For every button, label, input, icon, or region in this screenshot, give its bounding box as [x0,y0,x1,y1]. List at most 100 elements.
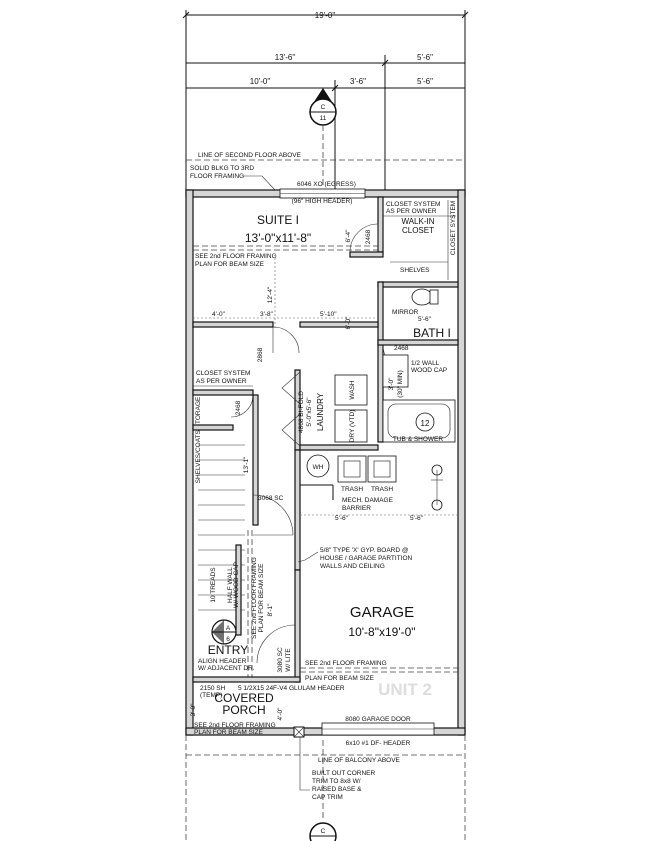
note-blocking-2: FLOOR FRAMING [190,173,244,180]
trash-1: TRASH [341,486,363,493]
note-window: 6046 XO (EGRESS) [297,181,356,188]
dim-12: 12 [421,419,430,428]
dim-6-0: 6'-0" [345,316,352,330]
note-half-wall-2: W/ WOOD CAP [233,562,240,608]
note-garage-beam-2: PLAN FOR BEAM SIZE [305,675,375,682]
dim-3-8: 3'-8" [260,311,274,318]
dim-12-4: 12'-4" [267,286,274,303]
note-stair-beam-1: SEE 2nd FLOOR FRAMING [251,557,258,639]
door-d3: 2468 [235,400,242,415]
door-d2: 2868 [257,347,264,362]
dim-30-min: (30" MIN) [397,370,404,398]
garage-door-label: 8080 GARAGE DOOR [345,716,411,723]
dim-5-6c: 5'-6" [410,515,424,522]
note-shelves-coats: SHELVES/COATS/STORAGE [195,396,202,483]
dim-left-span: 13'-6" [275,53,296,62]
note-mech-1: MECH. DAMAGE [342,497,394,504]
walk-in-closet: CLOSET SYSTEM AS PER OWNER WALK-IN CLOSE… [345,196,459,288]
wh-label: WH [313,464,324,471]
dim-inner-mid: 3'-6" [350,77,366,86]
dimension-strings: 19'-0" 13'-6" 5'-6" 10'-0" 3'-6" 5'-6" [182,10,469,190]
door-bifold: 4868 BI-FOLD [298,391,305,433]
note-porch-beam-1: SEE 2nd FLOOR FRAMING [194,722,276,729]
unit-watermark: UNIT 2 [378,680,432,699]
door-bifold-size: 5'-0"x5'-6" [306,397,313,427]
section-marker-bottom: C [309,740,337,841]
dim-4-0: 4'-0" [212,311,226,318]
interior-walls: 4'-0" 3'-8" 5'-10" 6'-0" 2868 CLOSET SYS… [192,311,379,526]
note-beam-top-2: PLAN FOR BEAM SIZE [195,261,265,268]
porch-label-2: PORCH [222,703,265,717]
dim-5-6a: 5'-6" [418,316,432,323]
garage-header-label: 6x10 #1 DF- HEADER [346,740,411,747]
mirror-label: MIRROR [392,309,419,316]
garage-size: 10'-8"x19'-0" [348,625,415,639]
note-gyp-1: 5/8" TYPE 'X' GYP. BOARD @ [320,547,409,554]
dim-inner-left: 10'-0" [250,77,271,86]
note-trim-2: TRIM TO 8x8 W/ [312,778,361,785]
shelves-label: SHELVES [400,267,430,274]
bath: MIRROR 5'-6" BATH I 2468 1/2 WALL WOOD C… [377,281,459,443]
entry: 3068 SC 8'-1" A 6 ENTRY ALIGN HEADER W/ … [192,494,301,683]
note-trim-4: CAP TRIM [312,794,343,801]
dim-6-4: 6'-4" [345,229,352,243]
note-temp: (TEMP) [200,692,222,699]
suite: SUITE I 13'-0"x11'-8" SEE 2nd FLOOR FRAM… [193,213,380,330]
section-sheet: 11 [320,115,327,122]
note-stair-beam-2: PLAN FOR BEAM SIZE [258,563,265,633]
dim-13-1: 13'-1" [243,456,250,473]
stairs: 10 TREADS HALF WALL W/ WOOD CAP SEE 2nd … [198,444,265,680]
note-closet-right-1: CLOSET SYSTEM [450,201,457,255]
dim-3-0b: 3'-0" [190,703,197,717]
covered-porch: 2150 SH (TEMP) 5 1/2X15 24F-V4 GLULAM HE… [190,685,345,738]
note-closet-left-2: AS PER OWNER [196,378,247,385]
trash-2: TRASH [371,486,393,493]
note-closet-left-1: CLOSET SYSTEM [196,370,250,377]
dim-right-span: 5'-6" [417,53,433,62]
entry-name: ENTRY [208,643,248,657]
note-blocking-1: SOLID BLKG TO 3RD [190,165,254,172]
tub-label: TUB & SHOWER [393,436,444,443]
note-high-header: (96" HIGH HEADER) [292,198,353,205]
dim-8-1: 8'-1" [267,603,274,617]
note-second-floor: LINE OF SECOND FLOOR ABOVE [198,152,302,159]
dim-overall: 19'-0" [315,11,336,20]
section-marker-top: C 11 [309,88,337,185]
door-d1: 2468 [365,229,372,244]
dim-5-10: 5'-10" [320,311,337,318]
garage: 5/8" TYPE 'X' GYP. BOARD @ HOUSE / GARAG… [297,547,458,747]
note-porch-beam-2: PLAN FOR BEAM SIZE [194,729,264,736]
note-beam-top-1: SEE 2nd FLOOR FRAMING [195,253,277,260]
wash-label: WASH [349,380,356,400]
dim-right-inner: 5'-6" [417,77,433,86]
entry-marker-sheet: 6 [226,636,230,643]
note-gyp-3: WALLS AND CEILING [320,563,385,570]
note-garage-beam-1: SEE 2nd FLOOR FRAMING [305,660,387,667]
treads-label: 10 TREADS [210,567,217,603]
note-closet-top-2: AS PER OWNER [386,208,437,215]
door-d4: 2468 [394,345,409,352]
porch-label-1: COVERED [214,691,274,705]
note-glulam: 5 1/2X15 24F-V4 GLULAM HEADER [238,685,345,692]
bath-name: BATH I [413,326,451,340]
closet-label-1: WALK-IN [401,217,434,226]
suite-size: 13'-0"x11'-8" [245,231,311,245]
note-trim-3: RAISED BASE & [312,786,362,793]
dim-3-0: 3'-0" [388,377,395,391]
closet-label-2: CLOSET [402,226,434,235]
section-letter: C [321,104,326,111]
note-balcony: LINE OF BALCONY ABOVE [318,757,401,764]
note-trim-1: BUILT OUT CORNER [312,770,376,777]
door-d6: 3080 SC [277,647,284,673]
note-mech-2: BARRIER [342,505,371,512]
door-d7: 2150 SH [200,685,226,692]
door-d6-lite: W/ LITE [285,648,292,672]
note-half-wall-1: HALF WALL [227,567,234,603]
note-wood-cap-2: WOOD CAP [411,367,447,374]
dry-label: DRY (VTD) [349,410,356,443]
balcony: LINE OF BALCONY ABOVE BUILT OUT CORNER T… [185,735,466,841]
note-closet-top-1: CLOSET SYSTEM [386,201,440,208]
note-gyp-2: HOUSE / GARAGE PARTITION [320,555,413,562]
note-wood-cap-1: 1/2 WALL [411,360,440,367]
